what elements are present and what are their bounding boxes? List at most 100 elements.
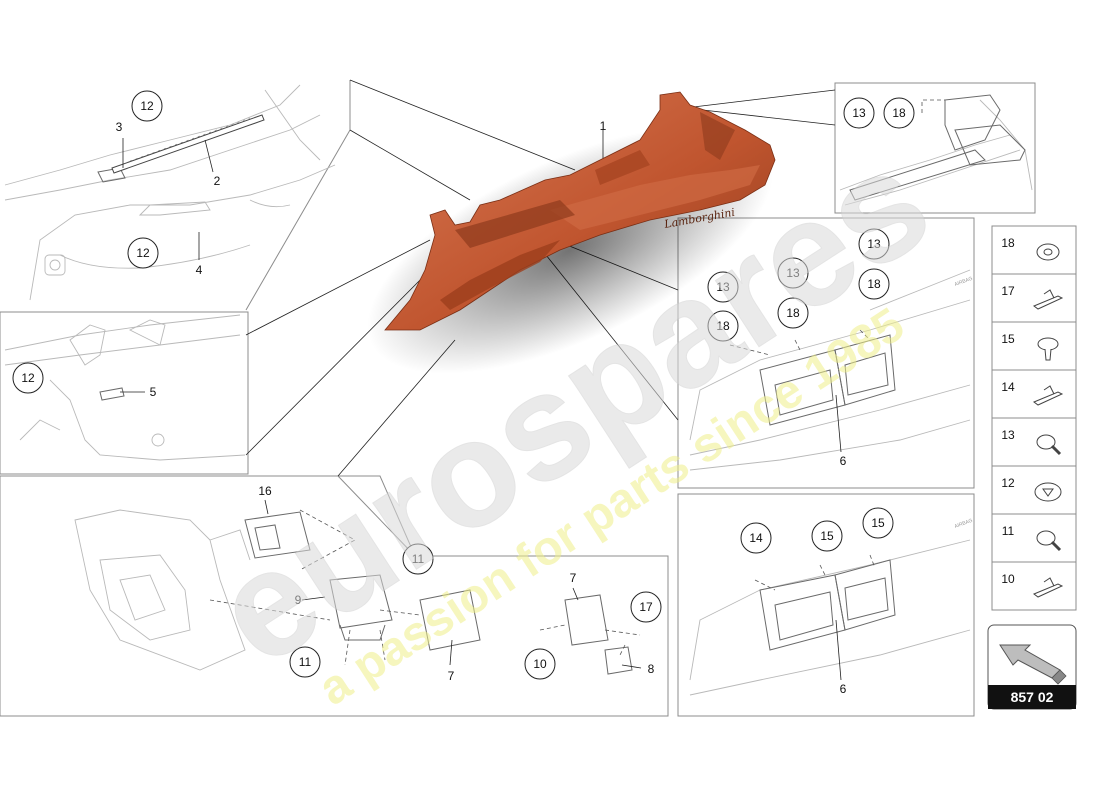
callout-number: 13 (867, 237, 881, 251)
callout-number: 13 (852, 106, 866, 120)
callout-number: 18 (716, 319, 730, 333)
washer-icon (1036, 243, 1060, 261)
fastener-legend-rows: 18 17 15 14 13 12 11 10 (992, 236, 1076, 598)
callout-circle (707, 271, 739, 303)
legend-number: 15 (1001, 332, 1015, 346)
callout-number: 18 (867, 277, 881, 291)
detail-frame-top-right (834, 82, 1036, 214)
label-leaders (120, 138, 842, 681)
callout-number: 12 (21, 371, 35, 385)
callout-c14[interactable]: 14 (740, 522, 772, 554)
callout-number: 18 (892, 106, 906, 120)
callout-number: 11 (412, 552, 425, 566)
callout-c11a[interactable]: 11 (402, 543, 434, 575)
callout-c12a[interactable]: 12 (131, 90, 163, 122)
callout-c18tr[interactable]: 18 (883, 97, 915, 129)
legend-number: 18 (1001, 236, 1015, 250)
clip-icon (1033, 289, 1064, 310)
part-label-l9[interactable]: 9 (295, 593, 302, 607)
callout-number: 14 (749, 531, 763, 545)
part-label-l16[interactable]: 16 (258, 484, 272, 498)
callout-c15b[interactable]: 15 (862, 507, 894, 539)
callout-number: 17 (639, 600, 653, 614)
callout-circle (858, 228, 890, 260)
legend-row: 18 (1001, 236, 1060, 261)
callout-circle (843, 97, 875, 129)
callout-circle (12, 362, 44, 394)
callout-circle (707, 310, 739, 342)
legend-row: 14 (992, 369, 1076, 406)
part-label-l3[interactable]: 3 (116, 120, 123, 134)
callout-circle (402, 543, 434, 575)
callout-c18r2[interactable]: 18 (777, 297, 809, 329)
callout-number: 12 (136, 246, 150, 260)
callout-c18r3[interactable]: 18 (858, 268, 890, 300)
legend-row: 17 (992, 273, 1076, 310)
part-label-l2[interactable]: 2 (214, 174, 221, 188)
callout-number: 12 (140, 99, 154, 113)
callout-c18r1[interactable]: 18 (707, 310, 739, 342)
callout-circle (630, 591, 662, 623)
callout-circle (524, 648, 556, 680)
part-label-l8[interactable]: 8 (648, 662, 655, 676)
callout-number: 10 (533, 657, 547, 671)
legend-number: 13 (1001, 428, 1015, 442)
callout-c10[interactable]: 10 (524, 648, 556, 680)
detail-frame-bottom (0, 475, 669, 717)
part-label-l7a[interactable]: 7 (570, 571, 577, 585)
callout-c12c[interactable]: 12 (12, 362, 44, 394)
callout-number: 13 (786, 266, 800, 280)
legend-row: 12 (992, 465, 1076, 502)
part-label-l1[interactable]: 1 (600, 119, 607, 133)
legend-row: 11 (992, 513, 1076, 552)
legend-number: 10 (1001, 572, 1015, 586)
callout-c13tr[interactable]: 13 (843, 97, 875, 129)
callout-circle (777, 257, 809, 289)
callout-c13r3[interactable]: 13 (858, 228, 890, 260)
callout-number: 11 (299, 655, 312, 669)
callout-number: 15 (871, 516, 885, 530)
arrow-icon (999, 644, 1067, 685)
page-reference-number: 857 02 (1011, 689, 1054, 705)
callout-c17[interactable]: 17 (630, 591, 662, 623)
callout-c13r2[interactable]: 13 (777, 257, 809, 289)
detail-frame-right-upper (677, 217, 975, 489)
main-dashboard-part[interactable]: Lamborghini (333, 75, 808, 424)
callout-c12b[interactable]: 12 (127, 237, 159, 269)
callout-circle (740, 522, 772, 554)
callout-circle (777, 297, 809, 329)
callout-circle (858, 268, 890, 300)
legend-row: 10 (992, 561, 1076, 598)
push-nut-icon (1034, 482, 1062, 502)
callout-number: 15 (820, 529, 834, 543)
callout-c11b[interactable]: 11 (289, 646, 321, 678)
callout-circle (127, 237, 159, 269)
part-label-l4[interactable]: 4 (196, 263, 203, 277)
detail-frame-right-lower (677, 493, 975, 717)
callout-circle (883, 97, 915, 129)
callout-circle (811, 520, 843, 552)
legend-row: 15 (992, 321, 1076, 361)
detail-frame-mid-left (0, 311, 249, 475)
part-label-l7b[interactable]: 7 (448, 669, 455, 683)
legend-number: 12 (1001, 476, 1015, 490)
airbag-text-upper: AIRBAG (954, 276, 974, 288)
callout-c13r1[interactable]: 13 (707, 271, 739, 303)
legend-number: 11 (1002, 524, 1015, 538)
callout-circle (289, 646, 321, 678)
part-label-l6b[interactable]: 6 (840, 682, 847, 696)
callout-c15a[interactable]: 15 (811, 520, 843, 552)
bolt-icon (1036, 434, 1062, 456)
airbag-text-lower: AIRBAG (954, 518, 974, 530)
detail-frame-top-left (4, 80, 351, 311)
clip-icon (1033, 577, 1064, 598)
legend-number: 14 (1001, 380, 1015, 394)
callout-number: 13 (716, 280, 730, 294)
part-label-l6a[interactable]: 6 (840, 454, 847, 468)
clip-icon (1033, 385, 1064, 406)
part-label-l5[interactable]: 5 (150, 385, 157, 399)
bolt-icon (1036, 530, 1062, 552)
